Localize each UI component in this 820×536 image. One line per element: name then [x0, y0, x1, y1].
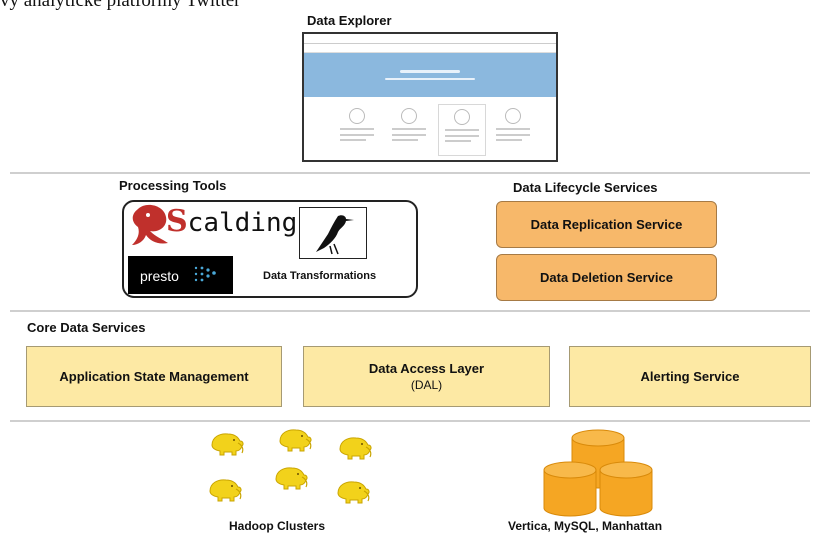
- heron-logo: [299, 207, 367, 259]
- section-divider: [10, 420, 810, 422]
- explorer-card: [490, 104, 536, 154]
- explorer-top-bar: [304, 34, 556, 44]
- explorer-card: [438, 104, 486, 156]
- data-replication-service-box: Data Replication Service: [496, 201, 717, 248]
- data-explorer-screenshot: [302, 32, 558, 162]
- hadoop-clusters-label: Hadoop Clusters: [229, 519, 326, 533]
- scalding-squid-icon: [132, 204, 168, 245]
- lifecycle-heading: Data Lifecycle Services: [513, 180, 658, 195]
- data-deletion-service-box: Data Deletion Service: [496, 254, 717, 301]
- data-access-layer-label: Data Access Layer: [368, 361, 485, 376]
- scalding-logo: Scalding: [166, 204, 298, 239]
- section-divider: [10, 172, 810, 174]
- explorer-heading: Data Explorer: [307, 13, 392, 28]
- hadoop-clusters-graphic: [209, 429, 372, 504]
- presto-dots-icon: [194, 266, 216, 282]
- alerting-service-box: Alerting Service: [569, 346, 811, 407]
- database-cylinders-graphic: [543, 429, 653, 517]
- data-access-layer-box: Data Access Layer (DAL): [303, 346, 550, 407]
- explorer-tabs: [304, 44, 556, 53]
- explorer-banner: [304, 53, 556, 97]
- presto-logo-text: presto: [140, 268, 179, 284]
- section-divider: [10, 310, 810, 312]
- application-state-management-box: Application State Management: [26, 346, 282, 407]
- page-caption: vy analytické platformy Twitter: [0, 0, 241, 11]
- databases-label: Vertica, MySQL, Manhattan: [508, 519, 663, 533]
- processing-heading: Processing Tools: [119, 178, 227, 193]
- explorer-card: [334, 104, 380, 154]
- explorer-card: [386, 104, 432, 154]
- core-services-heading: Core Data Services: [27, 320, 146, 335]
- dal-abbrev-label: (DAL): [410, 378, 443, 392]
- heron-bird-icon: [316, 215, 354, 255]
- data-transformations-label: Data Transformations: [263, 270, 377, 282]
- presto-logo: [128, 256, 233, 294]
- application-state-management-label: Application State Management: [59, 369, 249, 384]
